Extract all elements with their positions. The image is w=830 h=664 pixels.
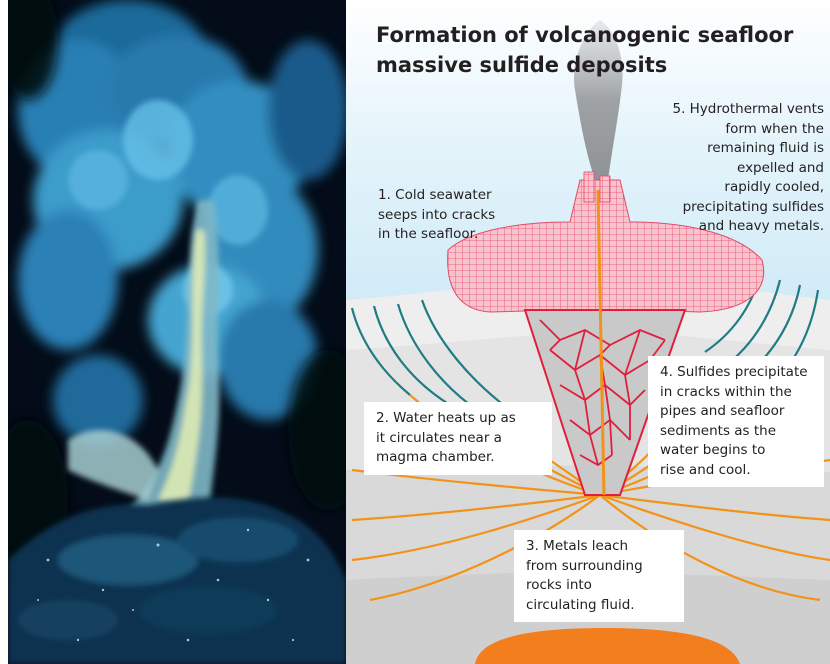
step-3-label: 3. Metals leach from surrounding rocks i… [514, 530, 684, 622]
step-3-line: from surrounding [526, 557, 674, 577]
black-smoker-photo [8, 0, 346, 664]
step-4-line: sediments as the [660, 422, 814, 442]
step-5-line: and heavy metals. [640, 217, 824, 237]
step-2-label: 2. Water heats up as it circulates near … [364, 402, 552, 475]
step-4-line: in cracks within the [660, 383, 814, 403]
step-2-line: magma chamber. [376, 448, 542, 468]
step-5-line: expelled and [640, 159, 824, 179]
step-4-line: 4. Sulfides precipitate [660, 363, 814, 383]
step-3-line: 3. Metals leach [526, 537, 674, 557]
step-5-label: 5. Hydrothermal vents form when the rema… [640, 100, 824, 237]
diagram-title: Formation of volcanogenic seafloor massi… [376, 20, 816, 80]
step-2-line: 2. Water heats up as [376, 409, 542, 429]
title-line-2: massive sulfide deposits [376, 50, 816, 80]
step-5-line: form when the [640, 120, 824, 140]
step-1-line: in the seafloor. [378, 225, 495, 245]
step-1-line: seeps into cracks [378, 206, 495, 226]
step-5-line: 5. Hydrothermal vents [640, 100, 824, 120]
step-4-line: pipes and seafloor [660, 402, 814, 422]
title-line-1: Formation of volcanogenic seafloor [376, 20, 816, 50]
step-1-line: 1. Cold seawater [378, 186, 495, 206]
black-smoker-image [8, 0, 346, 664]
step-5-line: rapidly cooled, [640, 178, 824, 198]
step-4-label: 4. Sulfides precipitate in cracks within… [648, 356, 824, 487]
step-2-line: it circulates near a [376, 429, 542, 449]
step-5-line: remaining fluid is [640, 139, 824, 159]
step-3-line: rocks into [526, 576, 674, 596]
step-4-line: water begins to [660, 441, 814, 461]
step-4-line: rise and cool. [660, 461, 814, 481]
step-5-line: precipitating sulfides [640, 198, 824, 218]
step-3-line: circulating fluid. [526, 596, 674, 616]
step-1-label: 1. Cold seawater seeps into cracks in th… [378, 186, 495, 245]
